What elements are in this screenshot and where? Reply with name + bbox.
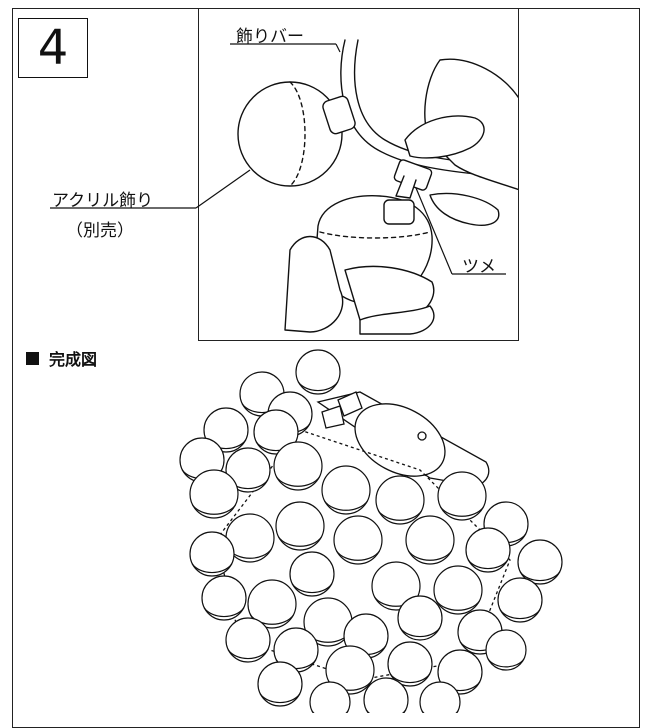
sphere-rim: [291, 583, 333, 594]
sphere-rim: [487, 658, 525, 668]
acrylic-sphere: [405, 515, 455, 565]
claw-label: ツメ: [462, 257, 496, 277]
sphere-rim: [335, 550, 381, 561]
sphere-rim: [439, 506, 485, 517]
sphere-rim: [259, 693, 301, 704]
sphere-rim: [519, 571, 561, 582]
acrylic-sphere: [237, 81, 343, 187]
acrylic-sphere: [325, 645, 375, 695]
completed-view-title: 完成図: [49, 350, 98, 369]
sphere-rim: [277, 536, 323, 547]
completed-view-heading: 完成図: [26, 346, 97, 370]
sphere-rim: [435, 600, 481, 611]
acrylic-sphere: [289, 551, 335, 597]
acrylic-sphere: [225, 617, 271, 663]
sphere-rim: [407, 550, 453, 561]
acrylic-sphere: [275, 501, 325, 551]
acrylic-sphere: [201, 575, 247, 621]
acrylic-sphere: [437, 471, 487, 521]
acrylic-sphere: [333, 515, 383, 565]
sphere-rim: [191, 563, 233, 574]
acrylic-sphere: [433, 565, 483, 615]
sphere-rim: [227, 649, 269, 660]
acrylic-sphere: [189, 531, 235, 577]
black-square-icon: [26, 351, 39, 365]
sphere-cluster: [179, 349, 563, 713]
sphere-rim: [499, 609, 541, 620]
acrylic-sphere: [375, 475, 425, 525]
acrylic-sphere: [203, 407, 249, 453]
sphere-rim: [323, 500, 369, 511]
acrylic-sphere: [247, 579, 297, 629]
leader-lines: [50, 43, 506, 275]
acrylic-sphere: [517, 539, 563, 585]
acrylic-sphere: [273, 441, 323, 491]
decoration-bar-label: 飾りバー: [236, 27, 304, 47]
sphere-rim: [399, 627, 441, 638]
lower-hand: [284, 235, 344, 333]
sold-separately-label: （別売）: [66, 221, 134, 241]
acrylic-sphere: [397, 595, 443, 641]
acrylic-sphere: [321, 465, 371, 515]
acrylic-decoration-label: アクリル飾り: [52, 191, 154, 211]
sphere-rim: [203, 607, 245, 618]
sphere-rim: [191, 504, 237, 515]
sphere-rim: [275, 476, 321, 487]
acrylic-sphere: [253, 409, 299, 455]
sphere-rim: [377, 510, 423, 521]
line-drawings: [50, 39, 563, 713]
acrylic-sphere: [295, 349, 341, 395]
acrylic-sphere: [465, 527, 511, 573]
step-number-box: 4: [18, 18, 88, 78]
sphere-rim: [467, 559, 509, 570]
step-number: 4: [37, 20, 69, 76]
detail-drawing: [237, 39, 518, 335]
acrylic-sphere: [485, 629, 527, 671]
completed-drawing: [215, 391, 511, 681]
acrylic-sphere: [225, 447, 271, 493]
acrylic-sphere: [309, 681, 351, 713]
acrylic-sphere: [189, 469, 239, 519]
sphere-rim: [297, 381, 339, 392]
acrylic-sphere: [387, 641, 433, 687]
acrylic-sphere: [371, 561, 421, 611]
decoration-bar: [340, 39, 518, 179]
acrylic-sphere: [419, 681, 461, 713]
acrylic-sphere: [363, 677, 409, 713]
acrylic-sphere: [497, 577, 543, 623]
sphere-rim: [389, 673, 431, 684]
acrylic-sphere: [257, 661, 303, 707]
acrylic-sphere: [437, 649, 483, 695]
